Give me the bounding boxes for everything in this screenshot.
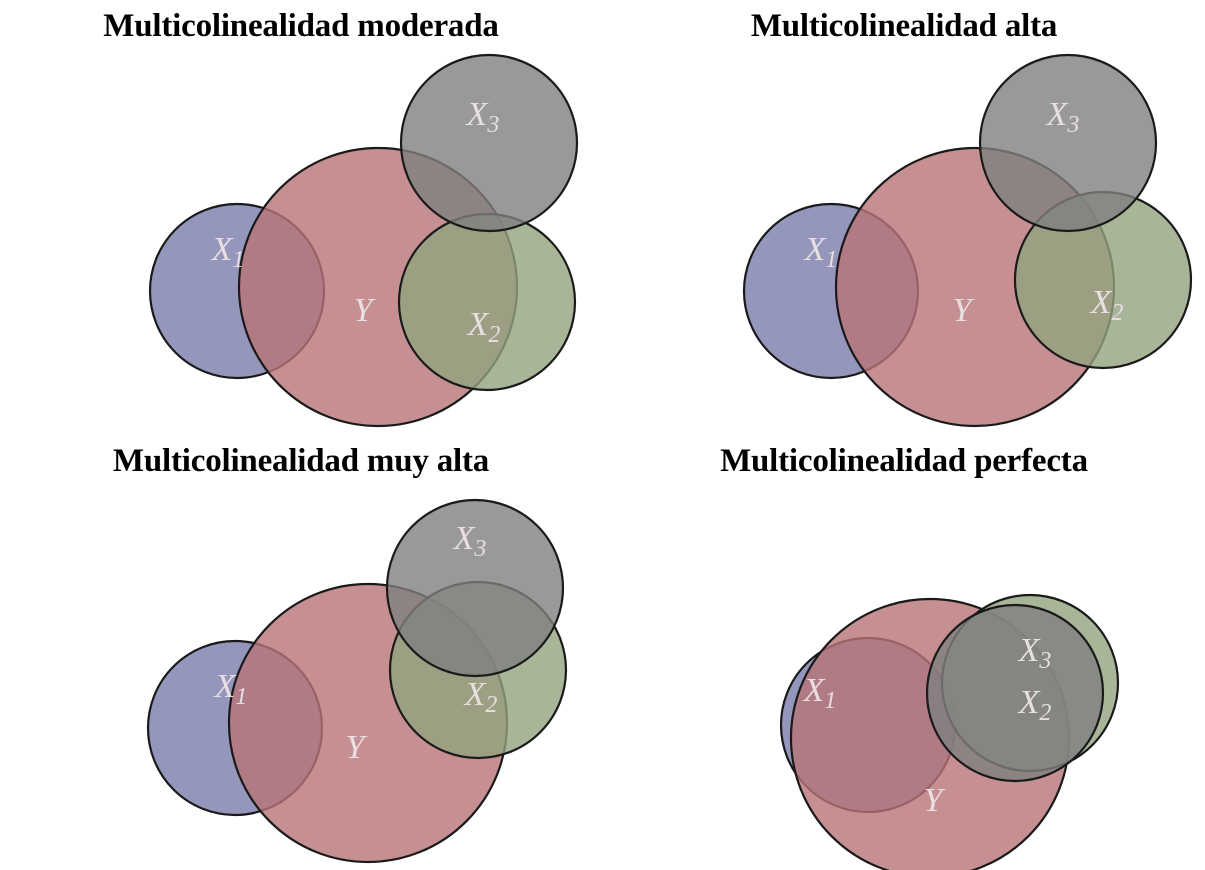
- label-y: Y: [953, 292, 975, 329]
- label-y: Y: [924, 782, 946, 819]
- panel-muy-alta: Multicolinealidad muy alta X1 Y X2 X3: [0, 435, 602, 870]
- label-x3: X3: [1045, 96, 1080, 138]
- venn-diagram-muy-alta: X1 Y X2 X3: [146, 498, 568, 864]
- panel-title-moderada: Multicolinealidad moderada: [103, 8, 499, 44]
- panel-perfecta: Multicolinealidad perfecta X1 Y X3 X2: [603, 435, 1205, 870]
- label-x1: X1: [803, 231, 838, 273]
- panel-title-alta: Multicolinealidad alta: [750, 8, 1058, 44]
- venn-labels: X1 Y X3 X2: [802, 632, 1052, 819]
- label-x2: X2: [1017, 684, 1052, 726]
- label-x1: X1: [210, 231, 245, 273]
- label-x2: X2: [463, 676, 498, 718]
- venn-diagram-perfecta: X1 Y X3 X2: [779, 593, 1120, 870]
- venn-labels: X1 Y X2 X3: [803, 96, 1124, 329]
- venn-circles: [148, 53, 579, 428]
- panel-moderada: Multicolinealidad moderada X1 Y X2 X3: [0, 0, 602, 435]
- label-y: Y: [346, 729, 368, 766]
- venn-labels: X1 Y X2 X3: [210, 96, 501, 348]
- venn-circles: [146, 498, 568, 864]
- label-x2: X2: [466, 306, 501, 348]
- circle-x3: [925, 603, 1105, 783]
- circle-x3: [399, 53, 579, 233]
- venn-diagram-alta: X1 Y X2 X3: [742, 53, 1193, 428]
- label-x1: X1: [213, 668, 248, 710]
- label-x3: X3: [465, 96, 500, 138]
- label-x3: X3: [1017, 632, 1052, 674]
- label-x2: X2: [1089, 284, 1124, 326]
- venn-circles: [779, 593, 1120, 870]
- label-x1: X1: [802, 672, 837, 714]
- circle-x2: [397, 212, 577, 392]
- label-y: Y: [354, 292, 376, 329]
- venn-diagram-moderada: X1 Y X2 X3: [148, 53, 579, 428]
- circle-x3: [978, 53, 1158, 233]
- label-x3: X3: [452, 520, 487, 562]
- circle-x3: [385, 498, 565, 678]
- venn-labels: X1 Y X2 X3: [213, 520, 498, 766]
- panel-title-perfecta: Multicolinealidad perfecta: [720, 443, 1088, 479]
- panel-title-muy-alta: Multicolinealidad muy alta: [112, 443, 490, 479]
- venn-circles: [742, 53, 1193, 428]
- panel-alta: Multicolinealidad alta X1 Y X2 X3: [603, 0, 1205, 435]
